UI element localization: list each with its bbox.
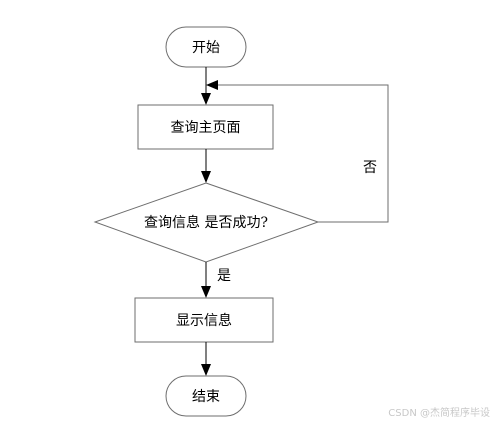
show-info-node-shape xyxy=(134,297,274,343)
edge-no-loop-line xyxy=(216,84,389,223)
end-node: 结束 xyxy=(165,375,247,417)
query-home-node-label: 查询主页面 xyxy=(171,120,241,136)
watermark-text: CSDN @杰简程序毕设 xyxy=(388,408,490,419)
edge-query-to-decision-arrowhead xyxy=(201,171,211,183)
edge-show-to-end-arrowhead xyxy=(201,364,211,376)
edge-no-loop-arrowhead xyxy=(206,80,218,90)
show-info-node: 显示信息 xyxy=(134,297,274,343)
edge-start-to-query xyxy=(201,67,211,105)
end-node-shape xyxy=(165,375,247,417)
edge-query-to-decision xyxy=(201,149,211,183)
start-node: 开始 xyxy=(165,26,247,68)
edge-start-to-query-arrowhead xyxy=(201,93,211,105)
edge-no-loop: 否 xyxy=(206,80,389,223)
edge-yes: 是 xyxy=(201,262,231,298)
edge-show-to-end xyxy=(201,342,211,376)
query-home-node: 查询主页面 xyxy=(137,104,274,150)
edge-yes-arrowhead xyxy=(201,286,211,298)
decision-node-label: 查询信息 是否成功? xyxy=(144,214,268,231)
end-node-label: 结束 xyxy=(192,389,220,405)
edge-no-label: 否 xyxy=(363,160,377,176)
start-node-label: 开始 xyxy=(192,40,220,56)
edge-yes-label: 是 xyxy=(217,268,231,284)
query-home-node-shape xyxy=(137,104,274,150)
show-info-node-label: 显示信息 xyxy=(176,312,232,329)
decision-node: 查询信息 是否成功? xyxy=(93,182,320,263)
